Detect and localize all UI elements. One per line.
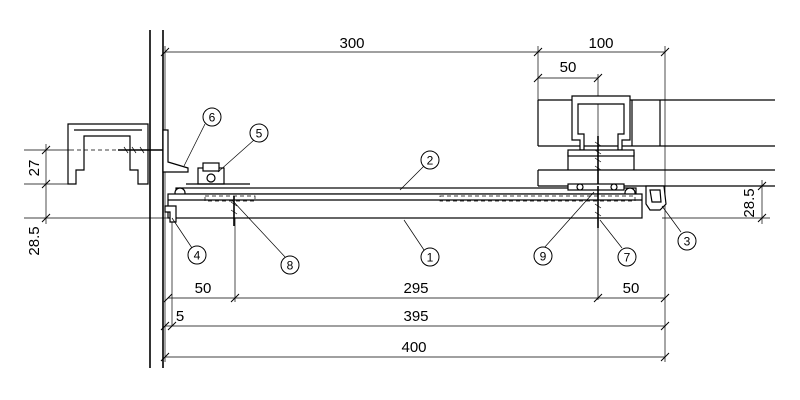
dim-295-label: 295 — [403, 280, 428, 297]
dim-395-label: 395 — [403, 308, 428, 325]
callout-4: 4 — [187, 245, 207, 265]
dim-50-left-label: 50 — [195, 280, 212, 297]
dim-row-1: 50 295 50 — [163, 280, 670, 303]
panel — [164, 183, 667, 228]
dim-5-label: 5 — [176, 308, 184, 325]
svg-text:4: 4 — [194, 249, 201, 263]
callout-8: 8 — [280, 255, 300, 275]
svg-text:1: 1 — [427, 251, 434, 265]
dim-50-top-label: 50 — [560, 59, 577, 76]
dim-right-vertical: 28.5 — [662, 180, 770, 224]
dim-left-vertical: 27 28.5 — [24, 144, 168, 256]
callout-7: 7 — [617, 247, 637, 267]
dim-27-label: 27 — [26, 160, 43, 177]
svg-text:2: 2 — [427, 154, 434, 168]
svg-text:9: 9 — [540, 250, 547, 264]
callout-2: 2 — [420, 150, 440, 170]
wall — [149, 30, 164, 368]
ceiling-structure — [537, 95, 775, 187]
dim-28-5-right-label: 28.5 — [741, 188, 758, 217]
dim-400-label: 400 — [401, 339, 426, 356]
callout-5: 5 — [249, 123, 269, 143]
left-bracket — [67, 123, 189, 185]
carriage-5 — [186, 162, 250, 185]
callout-3: 3 — [677, 231, 697, 251]
leader-lines — [171, 123, 682, 259]
dim-100-label: 100 — [588, 35, 613, 52]
dim-50-right-label: 50 — [623, 280, 640, 297]
dim-300-label: 300 — [339, 35, 364, 52]
dim-top: 300 100 — [160, 35, 670, 57]
callout-9: 9 — [533, 246, 553, 266]
dim-row-3: 400 — [160, 339, 670, 362]
dim-row-2: 5 395 — [160, 308, 670, 331]
svg-text:7: 7 — [624, 251, 631, 265]
svg-text:6: 6 — [209, 111, 216, 125]
dim-50-sub: 50 — [533, 59, 603, 83]
svg-text:3: 3 — [684, 235, 691, 249]
callout-1: 1 — [420, 247, 440, 267]
svg-text:8: 8 — [287, 259, 294, 273]
callout-6: 6 — [202, 107, 222, 127]
dim-28-5-left-label: 28.5 — [26, 226, 43, 255]
svg-text:5: 5 — [256, 127, 263, 141]
